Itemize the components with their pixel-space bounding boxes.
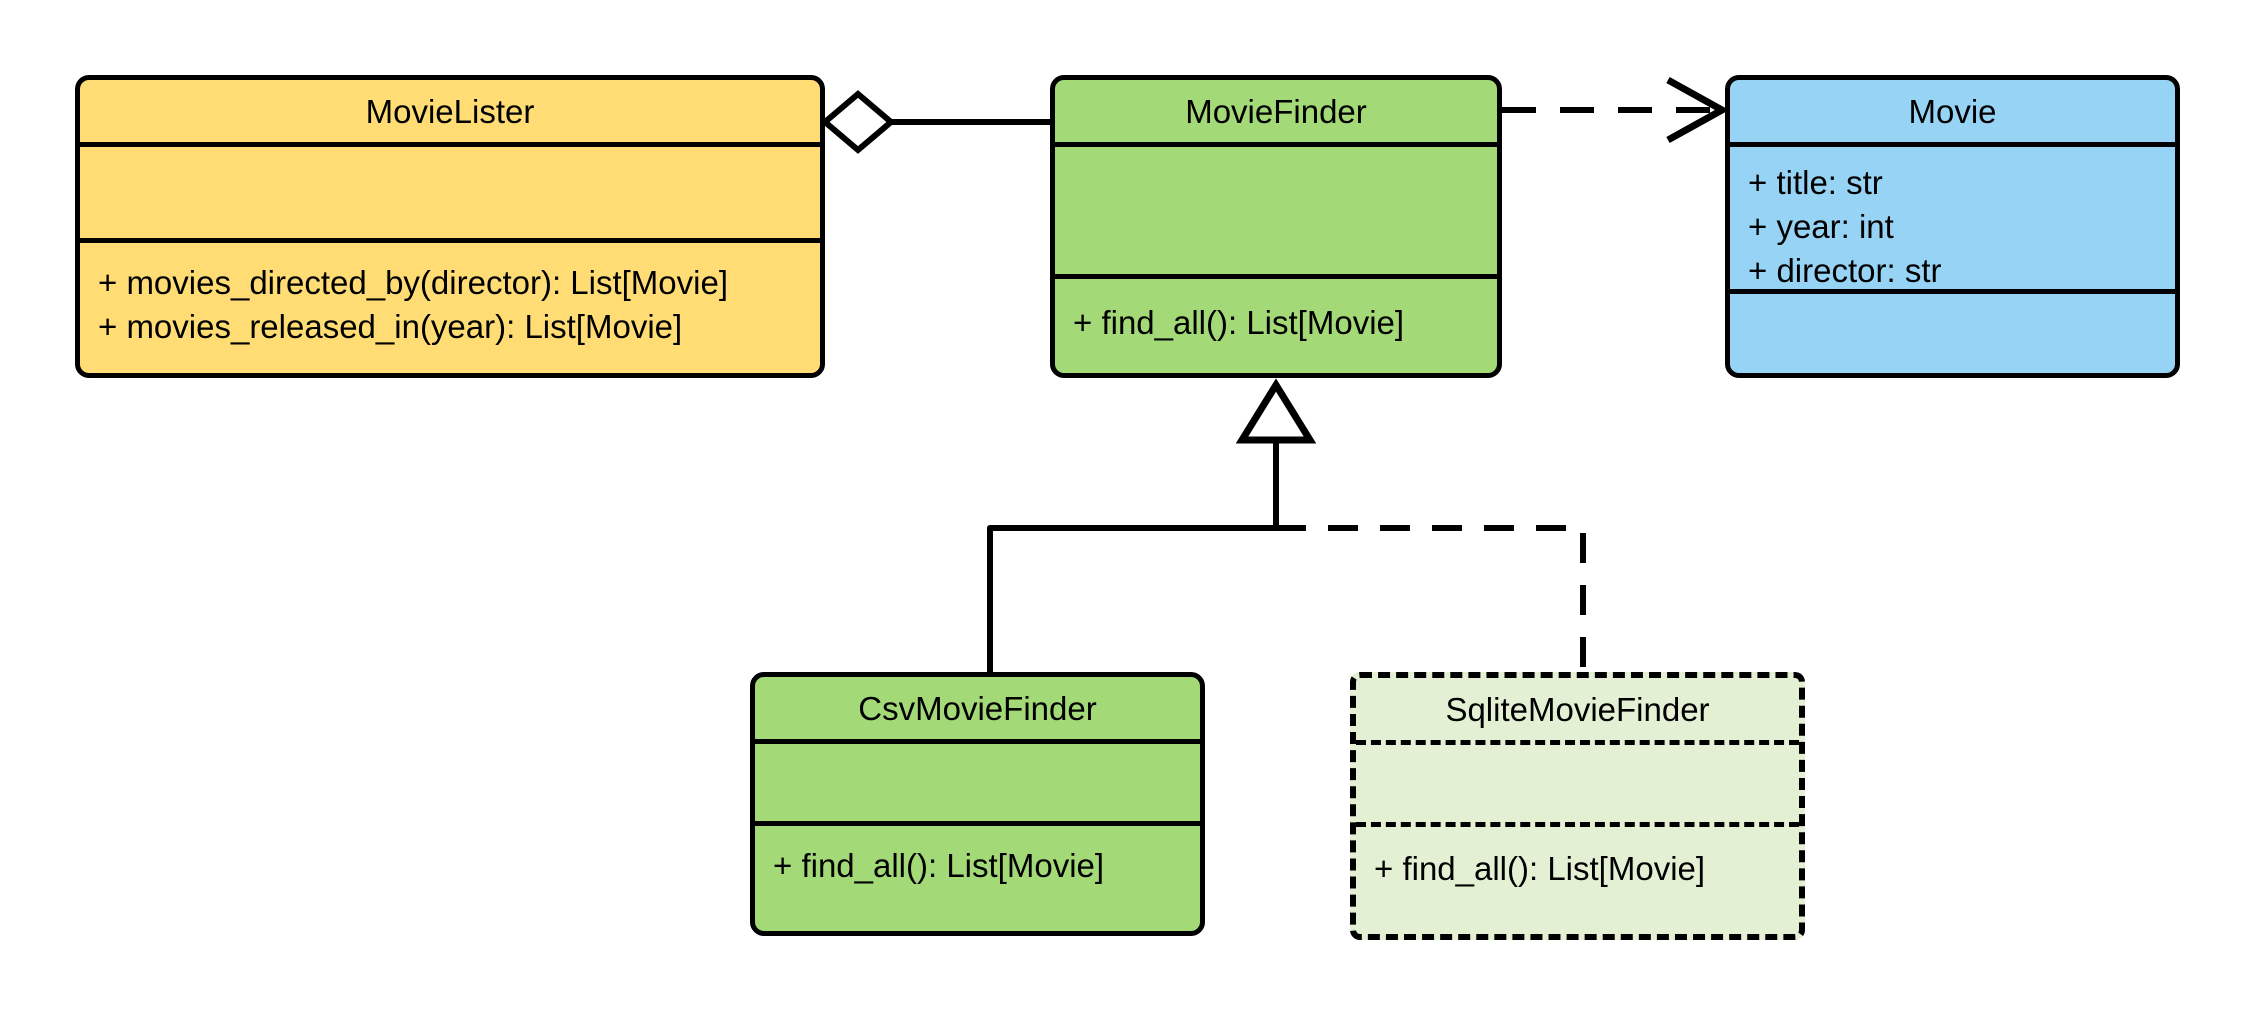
attributes-compartment-moviefinder <box>1055 142 1497 274</box>
generalization-csvmoviefinder-moviefinder[interactable] <box>987 378 1317 672</box>
class-name-moviefinder: MovieFinder <box>1185 92 1367 130</box>
generalization-line-csv <box>987 440 1279 672</box>
attributes-compartment-movie: + title: str + year: int + director: str <box>1730 142 2175 289</box>
dependency-moviefinder-movie[interactable] <box>1502 76 1730 144</box>
class-name-csvmoviefinder: CsvMovieFinder <box>858 689 1097 727</box>
generalization-line-sqlite <box>1276 525 1586 672</box>
hollow-diamond-marker <box>820 90 896 154</box>
class-box-sqlitemoviefinder[interactable]: SqliteMovieFinder + find_all(): List[Mov… <box>1350 672 1805 940</box>
attributes-compartment-movielister <box>80 142 820 238</box>
methods-compartment-movielister: + movies_directed_by(director): List[Mov… <box>80 238 820 373</box>
method-item: + movies_released_in(year): List[Movie] <box>98 307 683 345</box>
generalization-sqlitemoviefinder-moviefinder[interactable] <box>1276 525 1586 672</box>
method-item: + find_all(): List[Movie] <box>1374 850 1706 887</box>
class-box-moviefinder[interactable]: MovieFinder + find_all(): List[Movie] <box>1050 75 1502 378</box>
hollow-triangle-marker <box>1235 378 1317 444</box>
attribute-item: + title: str <box>1748 164 1883 201</box>
method-item: + find_all(): List[Movie] <box>773 847 1105 884</box>
methods-compartment-sqlitemoviefinder: + find_all(): List[Movie] <box>1356 822 1799 934</box>
class-name-movielister: MovieLister <box>365 92 535 130</box>
class-box-csvmoviefinder[interactable]: CsvMovieFinder + find_all(): List[Movie] <box>750 672 1205 936</box>
aggregation-movielister-moviefinder[interactable] <box>820 90 1050 154</box>
methods-compartment-movie <box>1730 289 2175 373</box>
class-name-sqlitemoviefinder: SqliteMovieFinder <box>1445 690 1710 728</box>
methods-compartment-moviefinder: + find_all(): List[Movie] <box>1055 274 1497 373</box>
attribute-item: + director: str <box>1748 251 1942 289</box>
open-arrow-marker <box>1666 76 1730 144</box>
attribute-item: + year: int <box>1748 207 1894 245</box>
class-box-movie[interactable]: Movie + title: str + year: int + directo… <box>1725 75 2180 378</box>
attributes-compartment-sqlitemoviefinder <box>1356 740 1799 822</box>
attributes-compartment-csvmoviefinder <box>755 739 1200 821</box>
method-item: + movies_directed_by(director): List[Mov… <box>98 264 728 301</box>
method-item: + find_all(): List[Movie] <box>1073 304 1405 341</box>
class-name-movie: Movie <box>1908 92 1997 130</box>
class-box-movielister[interactable]: MovieLister + movies_directed_by(directo… <box>75 75 825 378</box>
methods-compartment-csvmoviefinder: + find_all(): List[Movie] <box>755 821 1200 931</box>
